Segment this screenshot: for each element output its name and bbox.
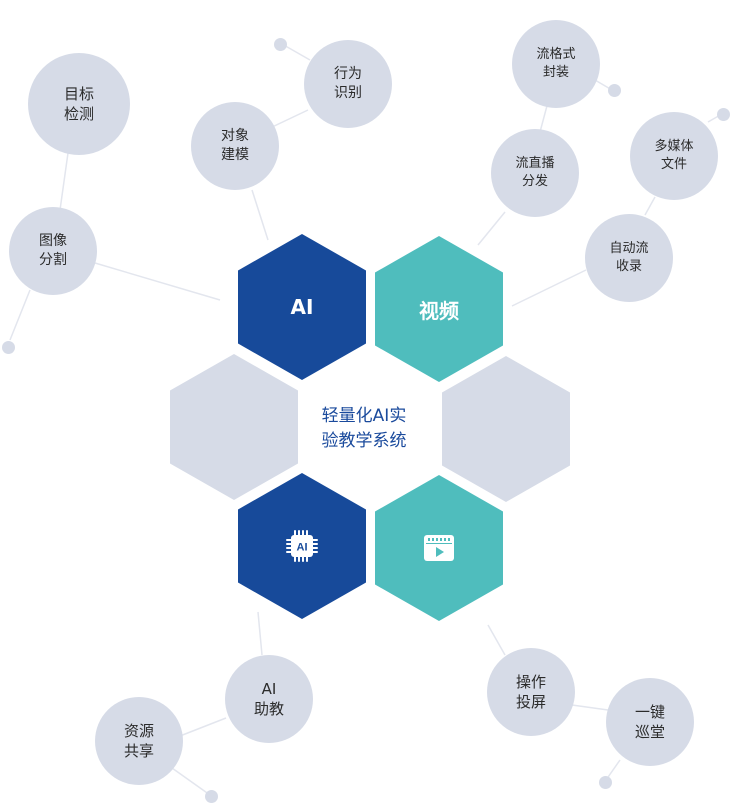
bubble-resource-sharing-line1: 资源: [123, 721, 154, 740]
bubble-object-modeling-line2: 建模: [221, 147, 249, 163]
bubble-operation-casting[interactable]: 操作 投屏: [487, 648, 575, 736]
link-modeling-ai: [251, 189, 269, 241]
hexagon-left-neutral: [170, 354, 298, 500]
hexagon-video[interactable]: 视频: [375, 236, 503, 382]
bubble-target-detection[interactable]: 目标 检测: [28, 53, 130, 155]
bubble-target-detection-line2: 检测: [63, 105, 94, 123]
bubble-image-segmentation[interactable]: 图像 分割: [9, 207, 97, 295]
link-assistant-aichip: [257, 611, 263, 656]
link-resource-dot: [171, 767, 211, 796]
bubble-auto-stream-recording-line2: 收录: [615, 259, 642, 274]
bubble-image-segmentation-line1: 图像: [39, 233, 67, 250]
bubble-live-stream-distribution-line1: 流直播: [515, 156, 555, 172]
link-segmentation-ai: [94, 262, 221, 301]
center-title: 轻量化AI实 验教学系统: [298, 404, 430, 454]
bubble-one-key-patrol[interactable]: 一键 巡堂: [606, 678, 694, 766]
decorative-dot: [608, 84, 621, 97]
bubble-live-stream-distribution[interactable]: 流直播 分发: [491, 129, 579, 217]
bubble-behavior-recognition-line1: 行为: [334, 66, 362, 83]
link-casting-player: [487, 624, 506, 656]
bubble-object-modeling-line1: 对象: [221, 128, 249, 145]
bubble-behavior-recognition[interactable]: 行为 识别: [304, 40, 392, 128]
bubble-resource-sharing[interactable]: 资源 共享: [95, 697, 183, 785]
ai-chip-icon: AI: [286, 530, 318, 562]
bubble-ai-assistant-line2: 助教: [253, 700, 284, 718]
link-target-segmentation: [59, 152, 69, 211]
decorative-dot: [205, 790, 218, 803]
bubble-operation-casting-line1: 操作: [515, 672, 546, 691]
link-assistant-resource: [179, 717, 227, 737]
bubble-multimedia-files-line1: 多媒体: [654, 139, 694, 155]
bubble-target-detection-line1: 目标: [63, 84, 94, 103]
link-multimedia-auto: [644, 196, 656, 216]
decorative-dot: [717, 108, 730, 121]
bubble-object-modeling[interactable]: 对象 建模: [191, 102, 279, 190]
hexagon-ai-label: AI: [290, 295, 314, 319]
bubble-behavior-recognition-line2: 识别: [334, 85, 362, 101]
bubble-ai-assistant-line1: AI: [261, 679, 277, 698]
bubble-multimedia-files[interactable]: 多媒体 文件: [630, 112, 718, 200]
link-segmentation-dot: [9, 289, 31, 341]
bubble-auto-stream-recording-line1: 自动流: [609, 241, 649, 257]
decorative-dot: [599, 776, 612, 789]
center-title-line2: 验教学系统: [321, 431, 407, 451]
bubble-ai-assistant[interactable]: AI 助教: [225, 655, 313, 743]
bubble-resource-sharing-line2: 共享: [123, 742, 154, 760]
hexagon-video-player[interactable]: [375, 475, 503, 621]
link-behavior-dot: [281, 43, 311, 61]
link-auto-video: [511, 269, 587, 307]
bubble-stream-packaging-line2: 封装: [542, 65, 569, 80]
bubble-one-key-patrol-line1: 一键: [634, 702, 665, 721]
decorative-dot: [2, 341, 15, 354]
bubble-stream-packaging-line1: 流格式: [536, 47, 576, 63]
video-player-icon: [424, 535, 454, 561]
link-casting-patrol: [571, 704, 609, 711]
decorative-dot: [274, 38, 287, 51]
link-live-video: [477, 211, 506, 246]
hexagon-right-neutral: [442, 356, 570, 502]
hexagon-video-label: 视频: [419, 298, 459, 323]
bubble-operation-casting-line2: 投屏: [515, 693, 546, 711]
bubble-image-segmentation-line2: 分割: [39, 252, 67, 268]
hexagon-ai-chip[interactable]: AI: [238, 473, 366, 619]
center-title-line1: 轻量化AI实: [321, 406, 407, 426]
link-behavior-modeling: [269, 109, 309, 129]
hexagon-ai[interactable]: AI: [238, 234, 366, 380]
bubble-live-stream-distribution-line2: 分发: [521, 174, 548, 189]
bubble-stream-packaging[interactable]: 流格式 封装: [512, 20, 600, 108]
bubble-one-key-patrol-line2: 巡堂: [634, 723, 665, 741]
bubble-multimedia-files-line2: 文件: [660, 157, 687, 172]
ai-chip-text: AI: [297, 542, 308, 554]
bubble-auto-stream-recording[interactable]: 自动流 收录: [585, 214, 673, 302]
